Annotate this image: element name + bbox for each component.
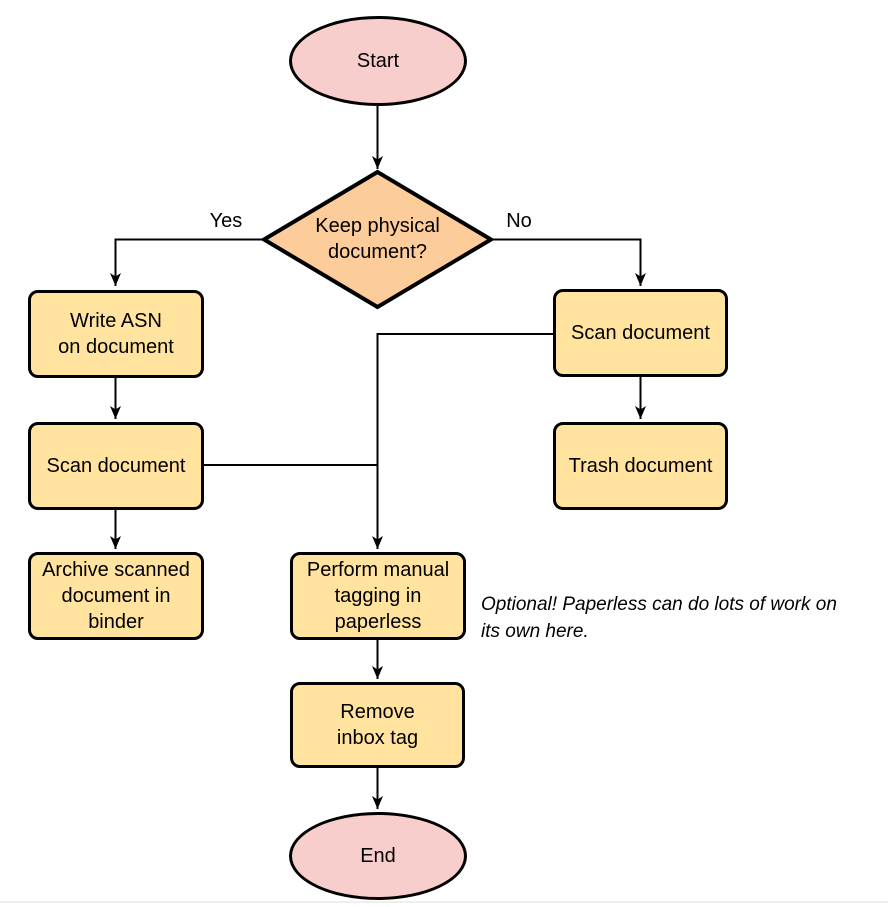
node-archive-document: Archive scanned document in binder xyxy=(28,552,204,640)
node-scan-document-right-label: Scan document xyxy=(571,322,710,344)
node-scan-document-left-label: Scan document xyxy=(46,455,186,477)
node-end: End xyxy=(289,812,467,900)
node-trash-document-label: Trash document xyxy=(568,455,713,477)
node-archive-document-label: Archive scanned document in binder xyxy=(42,559,190,633)
bottom-divider xyxy=(0,901,888,903)
node-remove-inbox-tag: Remove inbox tag xyxy=(290,682,465,768)
node-decision-label-box: Keep physical document? xyxy=(277,213,478,265)
edge-decision-yes-to-write-asn xyxy=(110,238,264,286)
decision-diamond-shape xyxy=(260,169,495,310)
node-scan-document-left: Scan document xyxy=(28,422,204,510)
node-start-label: Start xyxy=(356,50,400,72)
edge-decision-no-to-scan-right xyxy=(491,238,646,286)
edge-scan-right-to-tagging xyxy=(372,333,553,549)
node-write-asn: Write ASN on document xyxy=(28,290,204,378)
node-remove-inbox-tag-label: Remove inbox tag xyxy=(336,701,419,749)
branch-label-no: No xyxy=(506,210,532,232)
node-trash-document: Trash document xyxy=(553,422,728,510)
optional-note: Optional! Paperless can do lots of work … xyxy=(481,594,837,642)
node-start: Start xyxy=(289,16,467,106)
node-manual-tagging-label: Perform manual tagging in paperless xyxy=(306,559,450,633)
node-write-asn-label: Write ASN on document xyxy=(58,310,174,358)
branch-label-yes: Yes xyxy=(209,210,243,232)
node-decision-label: Keep physical document? xyxy=(315,215,440,263)
node-end-label: End xyxy=(360,845,396,867)
node-manual-tagging: Perform manual tagging in paperless xyxy=(290,552,466,640)
node-scan-document-right: Scan document xyxy=(553,289,728,377)
